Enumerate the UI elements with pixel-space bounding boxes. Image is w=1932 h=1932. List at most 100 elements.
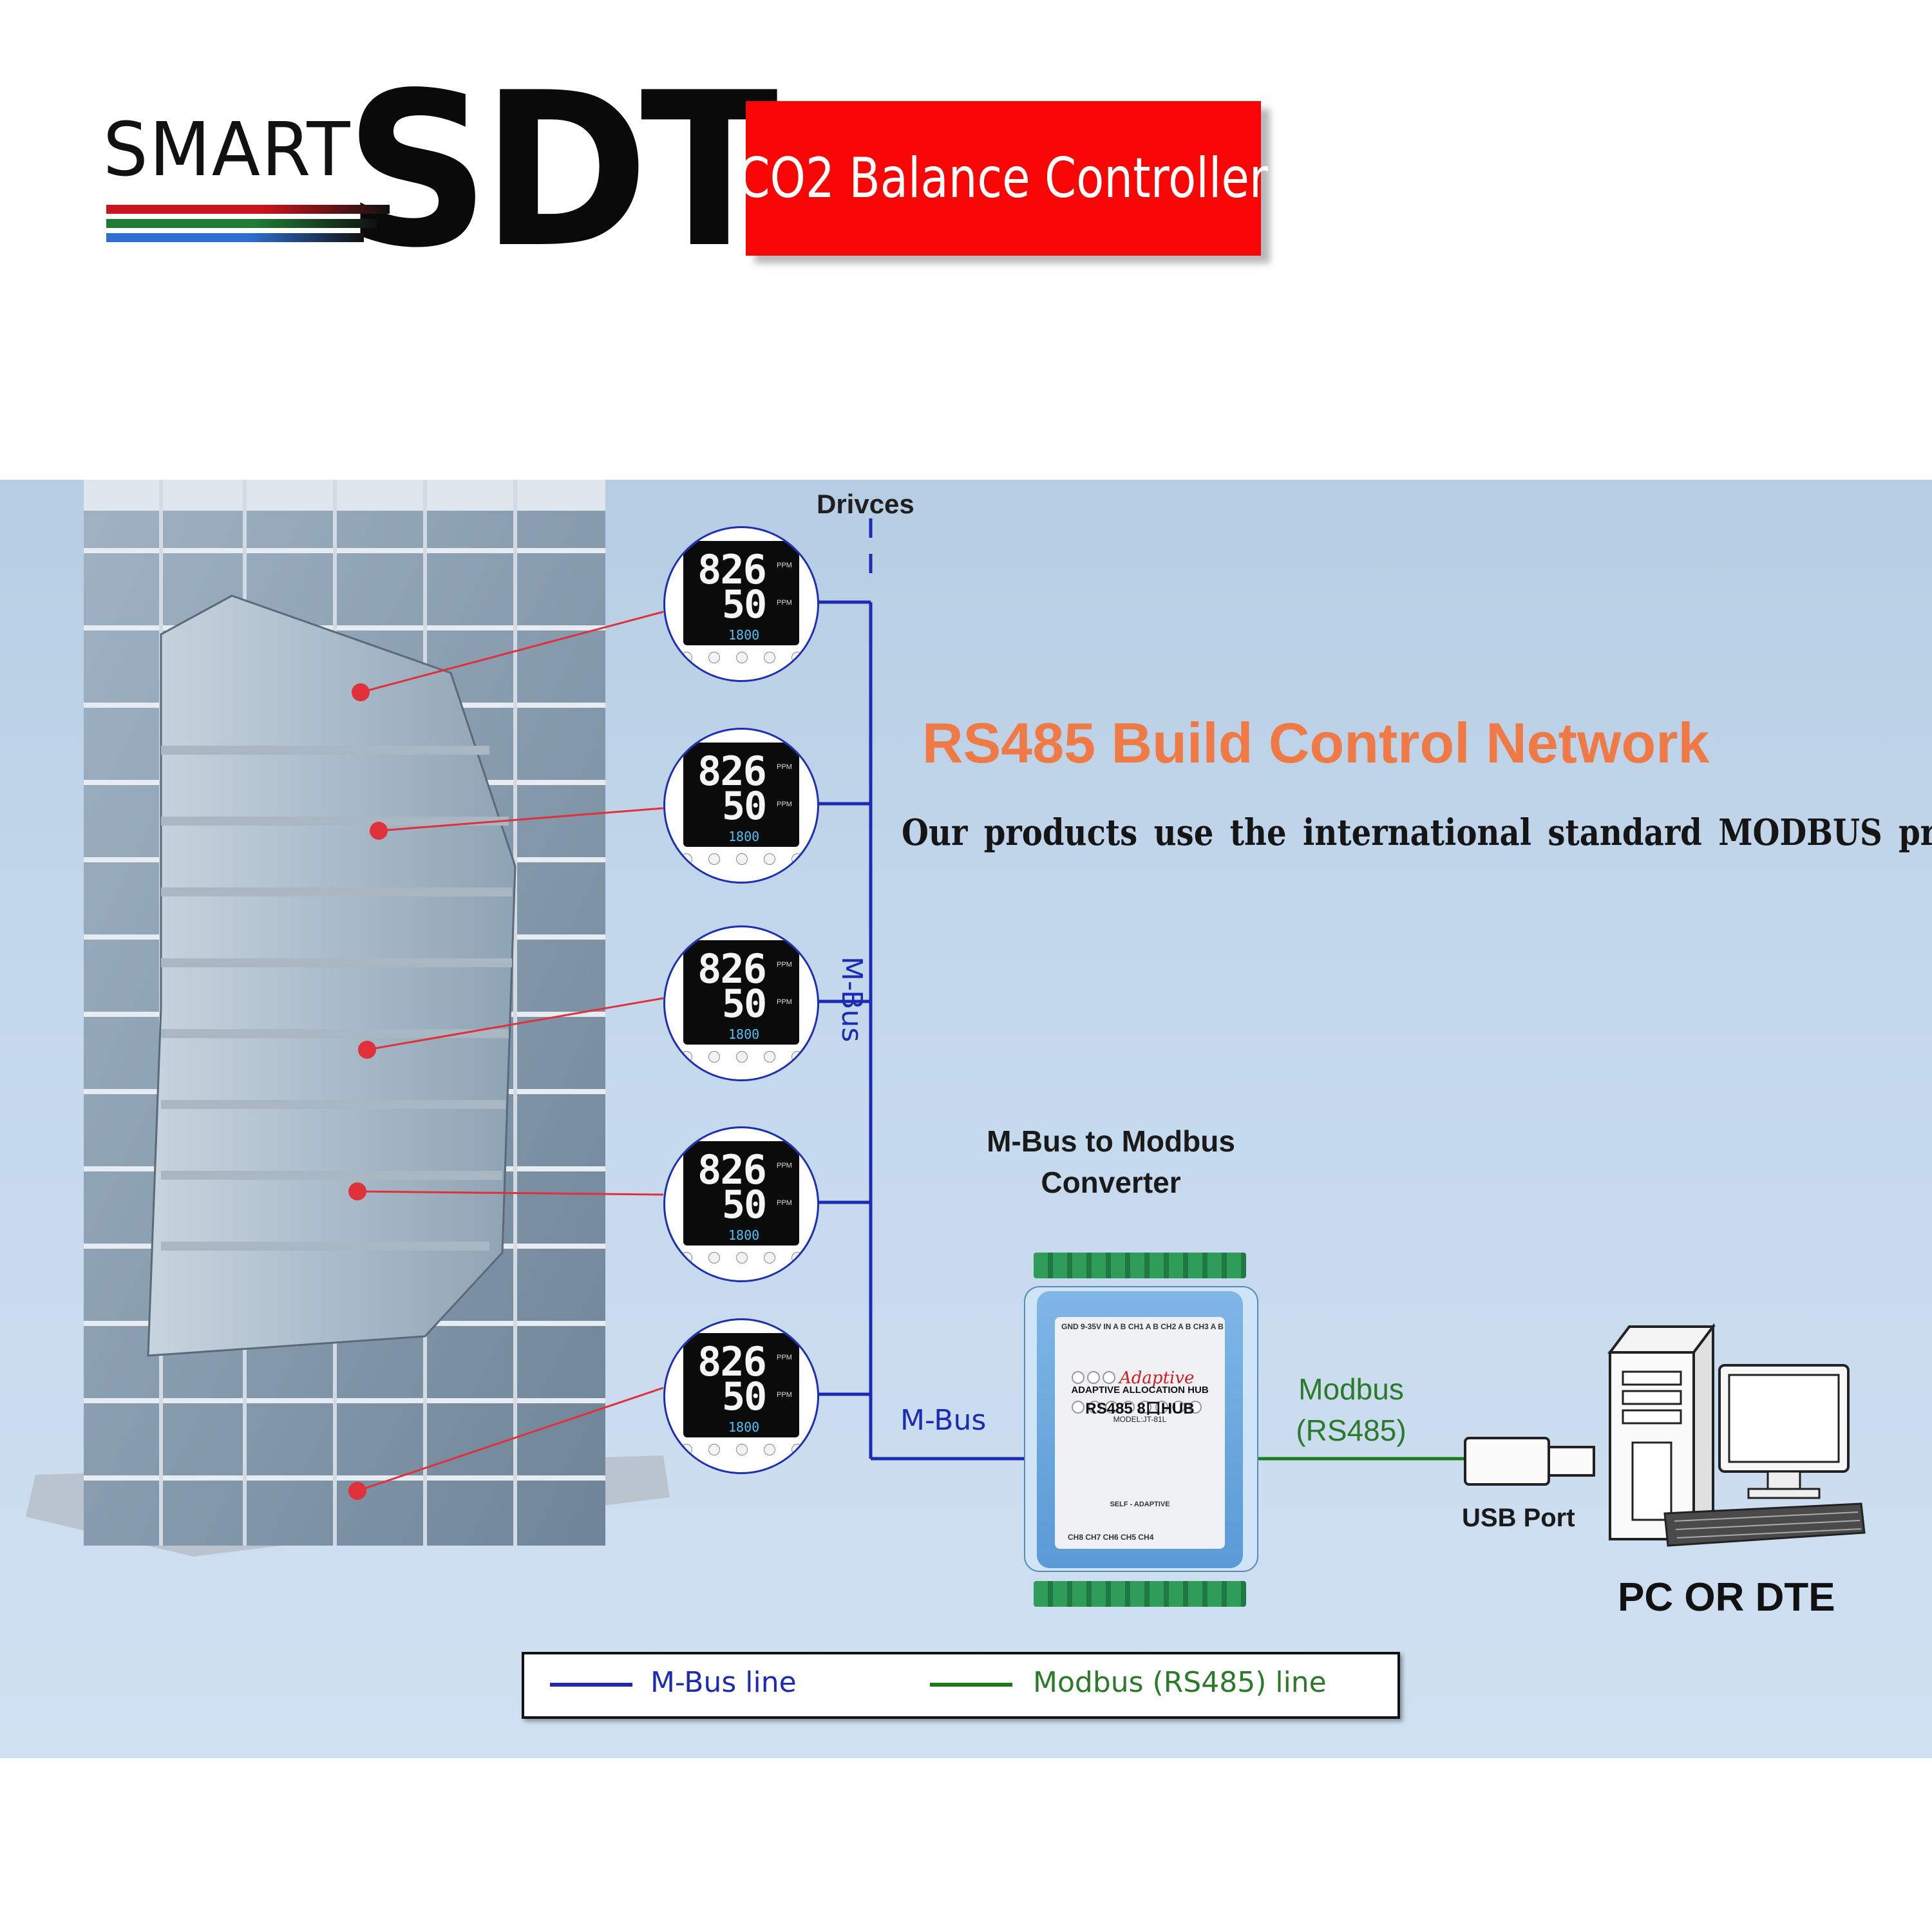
pointer-line-1 <box>360 611 664 694</box>
product-title-box: CO2 Balance Controller <box>739 101 1268 256</box>
time-reading: 1800 <box>728 1419 760 1435</box>
secondary-unit: PPM <box>777 599 792 607</box>
device-buttons <box>681 1252 803 1266</box>
secondary-reading: 50 <box>722 981 767 1027</box>
hub-footer: SELF - ADAPTIVE <box>1110 1501 1170 1508</box>
co2-reading: 826 <box>697 1338 767 1385</box>
legend: M-Bus line Modbus (RS485) line <box>522 1652 1400 1719</box>
secondary-unit: PPM <box>777 998 792 1006</box>
logo-smart-text: SMART <box>103 106 352 193</box>
hub-bottom-terminals <box>1034 1581 1246 1607</box>
network-diagram: 826 PPM 50 PPM 1800 826 PPM 50 PPM 1800 … <box>0 480 1932 1758</box>
channel-led <box>1189 1401 1202 1414</box>
pointer-line-5 <box>357 1387 664 1492</box>
device-button <box>764 652 775 663</box>
device-buttons <box>681 853 803 867</box>
device-button <box>736 853 748 865</box>
status-led <box>1103 1371 1115 1384</box>
co2-unit: PPM <box>777 763 792 771</box>
legend-modbus-label: Modbus (RS485) line <box>1033 1666 1327 1699</box>
secondary-reading: 50 <box>722 1182 767 1227</box>
device-button <box>681 1051 692 1063</box>
usb-connector-icon <box>1464 1437 1595 1486</box>
co2-reading: 826 <box>697 748 767 795</box>
computer-icon <box>1607 1323 1866 1547</box>
co2-reading: 826 <box>697 1146 767 1193</box>
usb-port-label: USB Port <box>1462 1504 1575 1532</box>
status-led <box>1072 1371 1084 1384</box>
time-reading: 1800 <box>728 627 760 643</box>
modbus-label: Modbus (RS485) <box>1296 1372 1406 1447</box>
secondary-reading: 50 <box>722 784 767 829</box>
legend-modbus-swatch <box>930 1683 1012 1687</box>
secondary-unit: PPM <box>777 1199 792 1207</box>
device-button <box>708 1051 720 1063</box>
co2-device-2: 826 PPM 50 PPM 1800 <box>663 728 819 884</box>
channel-led <box>1139 1401 1151 1414</box>
channel-led <box>1072 1401 1084 1414</box>
secondary-reading: 50 <box>722 1374 767 1419</box>
device-button <box>681 1252 692 1264</box>
device-button <box>736 1444 748 1455</box>
power-icon <box>791 1444 803 1455</box>
device-screen: 826 PPM 50 PPM 1800 <box>683 1141 799 1245</box>
device-buttons <box>681 1444 803 1458</box>
pointer-line-2 <box>378 807 664 832</box>
power-icon <box>791 1051 803 1063</box>
pointer-dot-4 <box>348 1182 366 1200</box>
hub-title-line2: RS485 8口HUB <box>1085 1400 1195 1417</box>
co2-device-4: 826 PPM 50 PPM 1800 <box>663 1126 819 1282</box>
legend-mbus-label: M-Bus line <box>650 1666 797 1699</box>
hub-brand: Adaptive <box>1119 1368 1195 1388</box>
mbus-label-vertical: M-Bus <box>835 956 868 1043</box>
pc-label: PC OR DTE <box>1618 1575 1835 1620</box>
time-reading: 1800 <box>728 1227 760 1243</box>
pointer-dot-1 <box>352 683 370 701</box>
pointer-dot-3 <box>358 1041 376 1059</box>
time-reading: 1800 <box>728 829 760 844</box>
network-title: RS485 Build Control Network <box>922 711 1710 775</box>
co2-device-1: 826 PPM 50 PPM 1800 <box>663 526 819 682</box>
logo-stripe-red <box>106 205 390 214</box>
converter-label: M-Bus to Modbus Converter <box>987 1124 1235 1199</box>
legend-mbus-swatch <box>550 1683 632 1687</box>
co2-reading: 826 <box>697 945 767 992</box>
device-button <box>736 1252 748 1264</box>
logo-sdt-text: SDT <box>345 47 778 294</box>
device-button <box>708 1252 720 1264</box>
rs485-hub: GND 9-35V IN A B CH1 A B CH2 A B CH3 A B… <box>1024 1253 1258 1607</box>
hub-model: MODEL:JT-81L <box>1113 1415 1167 1424</box>
device-buttons <box>681 652 803 666</box>
power-icon <box>791 1252 803 1264</box>
building-cutaway <box>147 594 516 1357</box>
device-button <box>681 1444 692 1455</box>
device-buttons <box>681 1051 803 1065</box>
time-reading: 1800 <box>728 1027 760 1042</box>
power-icon <box>791 853 803 865</box>
network-subtitle: Our products use the international stand… <box>902 811 1932 854</box>
co2-unit: PPM <box>777 1354 792 1361</box>
device-button <box>736 1051 748 1063</box>
device-button <box>681 853 692 865</box>
building-illustration <box>26 480 670 1557</box>
mbus-label-horizontal: M-Bus <box>900 1404 987 1437</box>
secondary-unit: PPM <box>777 800 792 808</box>
pointer-dot-5 <box>348 1482 366 1500</box>
channel-led <box>1105 1401 1118 1414</box>
status-led <box>1087 1371 1100 1384</box>
devices-label: Drivces <box>817 489 914 519</box>
device-button <box>708 652 720 663</box>
hub-top-channels: GND 9-35V IN A B CH1 A B CH2 A B CH3 A B <box>1061 1322 1224 1331</box>
device-button <box>708 853 720 865</box>
hub-top-terminals <box>1034 1253 1246 1278</box>
brand-logo: SMART SDT <box>103 64 778 277</box>
logo-stripe-green <box>106 219 377 228</box>
device-screen: 826 PPM 50 PPM 1800 <box>683 541 799 645</box>
power-icon <box>791 652 803 663</box>
co2-unit: PPM <box>777 961 792 969</box>
product-title: CO2 Balance Controller <box>738 146 1269 211</box>
device-button <box>708 1444 720 1455</box>
hub-title-line1: ADAPTIVE ALLOCATION HUB <box>1071 1385 1209 1396</box>
connection-lines <box>348 518 1465 1500</box>
pointer-line-3 <box>366 997 664 1051</box>
